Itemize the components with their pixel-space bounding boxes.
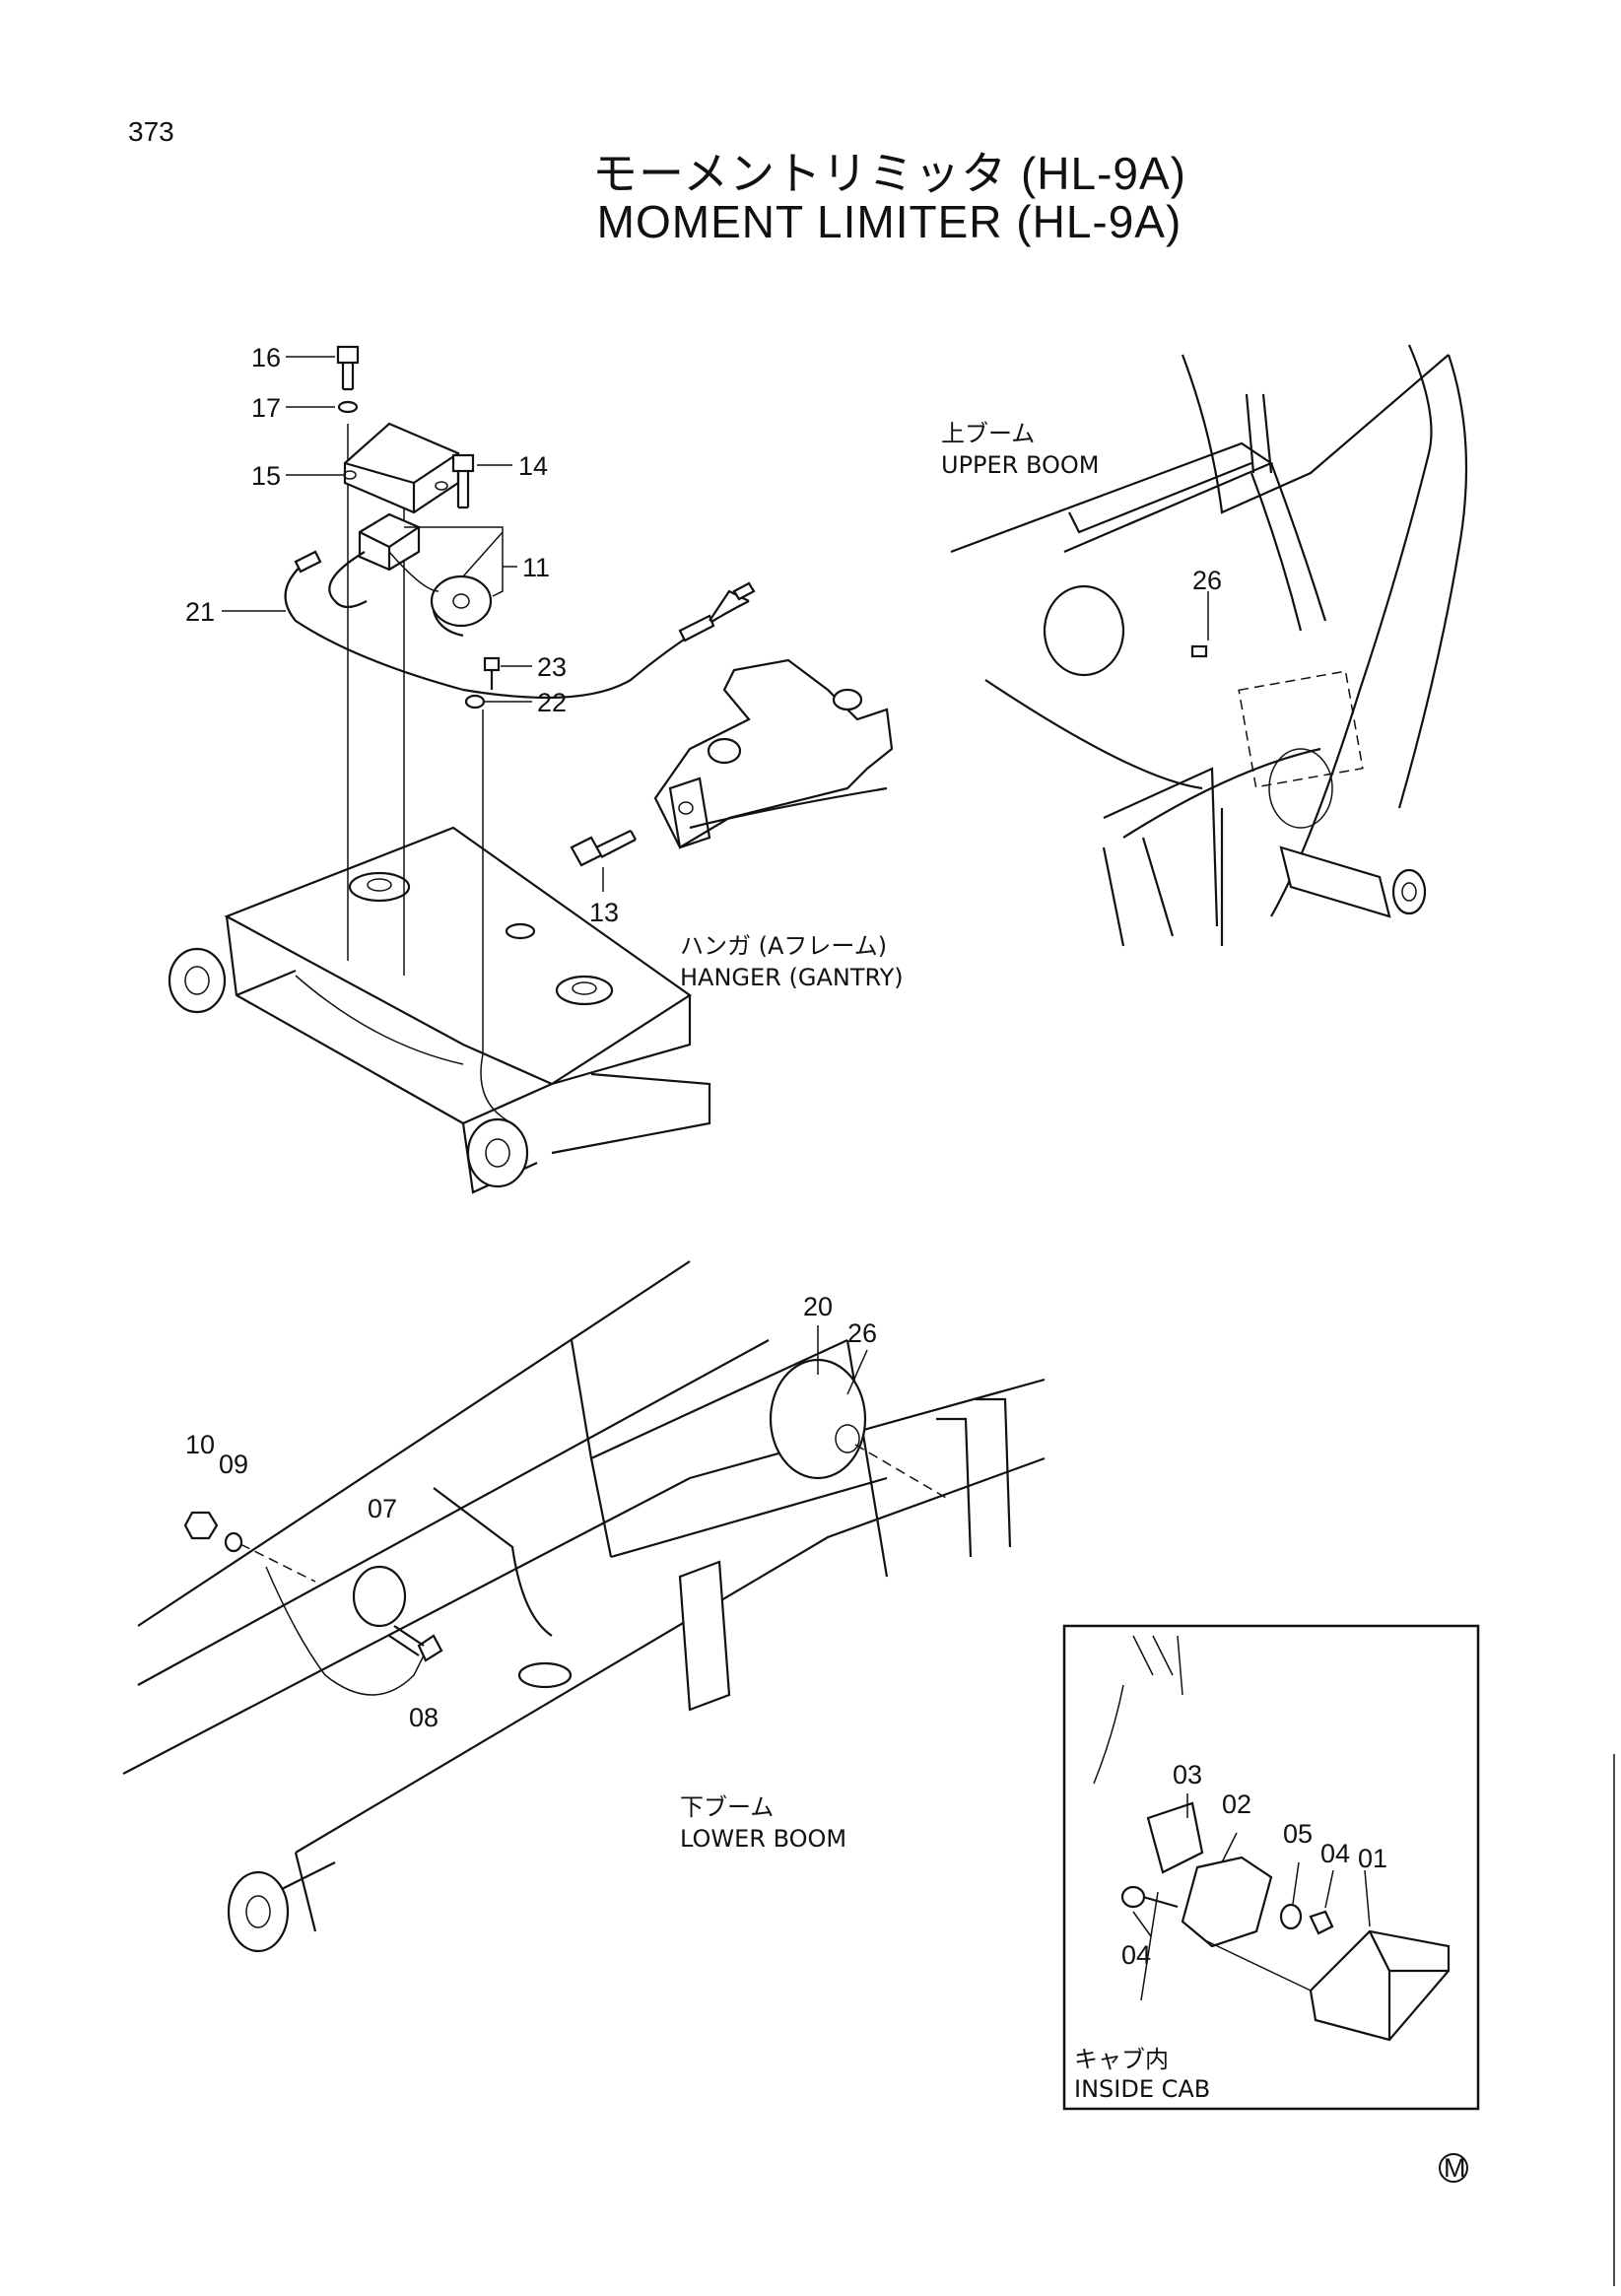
- lower-boom-drawing: [122, 1260, 1046, 1953]
- inside-cab-inset-frame: [1062, 1624, 1480, 2111]
- part-label-23: 23: [537, 652, 567, 682]
- part-label-14: 14: [518, 451, 548, 481]
- caption-upper-boom-jp: 上ブーム: [941, 420, 1035, 447]
- part-label-26-upper: 26: [1192, 566, 1222, 595]
- part-label-22: 22: [537, 688, 567, 717]
- caption-inside-cab-en: INSIDE CAB: [1074, 2075, 1210, 2103]
- title-english: MOMENT LIMITER (HL-9A): [596, 196, 1182, 247]
- part-label-07: 07: [368, 1494, 397, 1523]
- part-label-21: 21: [185, 597, 215, 627]
- part-label-20: 20: [803, 1292, 833, 1321]
- part-label-04-right: 04: [1320, 1839, 1350, 1868]
- hanger-leaders: [222, 356, 604, 892]
- caption-lower-boom-en: LOWER BOOM: [680, 1825, 846, 1853]
- caption-upper-boom-en: UPPER BOOM: [941, 451, 1100, 479]
- caption-lower-boom-jp: 下ブーム: [680, 1793, 774, 1821]
- part-label-03: 03: [1173, 1760, 1202, 1790]
- lower-leaders: [817, 1325, 868, 1395]
- upper-boom-drawing: [950, 344, 1468, 947]
- part-label-16: 16: [251, 343, 281, 372]
- part-label-15: 15: [251, 461, 281, 491]
- part-label-26-lower: 26: [847, 1318, 877, 1348]
- part-label-04-left: 04: [1121, 1940, 1151, 1970]
- caption-inside-cab-jp: キャブ内: [1074, 2046, 1169, 2073]
- circled-mark: [1439, 2153, 1468, 2183]
- part-label-02: 02: [1222, 1790, 1251, 1819]
- part-label-10: 10: [185, 1430, 215, 1459]
- mark-letter: M: [1444, 2153, 1466, 2183]
- part-label-05: 05: [1283, 1819, 1313, 1849]
- part-label-17: 17: [251, 393, 281, 423]
- part-label-11: 11: [522, 553, 550, 582]
- caption-hanger-jp: ハンガ (Aフレーム): [680, 932, 887, 960]
- caption-hanger-en: HANGER (GANTRY): [680, 964, 904, 991]
- title-japanese: モーメントリミッタ (HL-9A): [592, 148, 1186, 199]
- hanger-assembly-drawing: [168, 345, 894, 1194]
- part-label-13: 13: [589, 898, 619, 927]
- part-label-01: 01: [1358, 1844, 1387, 1873]
- part-label-08: 08: [409, 1703, 439, 1732]
- part-label-09: 09: [219, 1450, 248, 1479]
- inside-cab-drawing: [1093, 1635, 1451, 2042]
- page-number: 373: [128, 116, 174, 147]
